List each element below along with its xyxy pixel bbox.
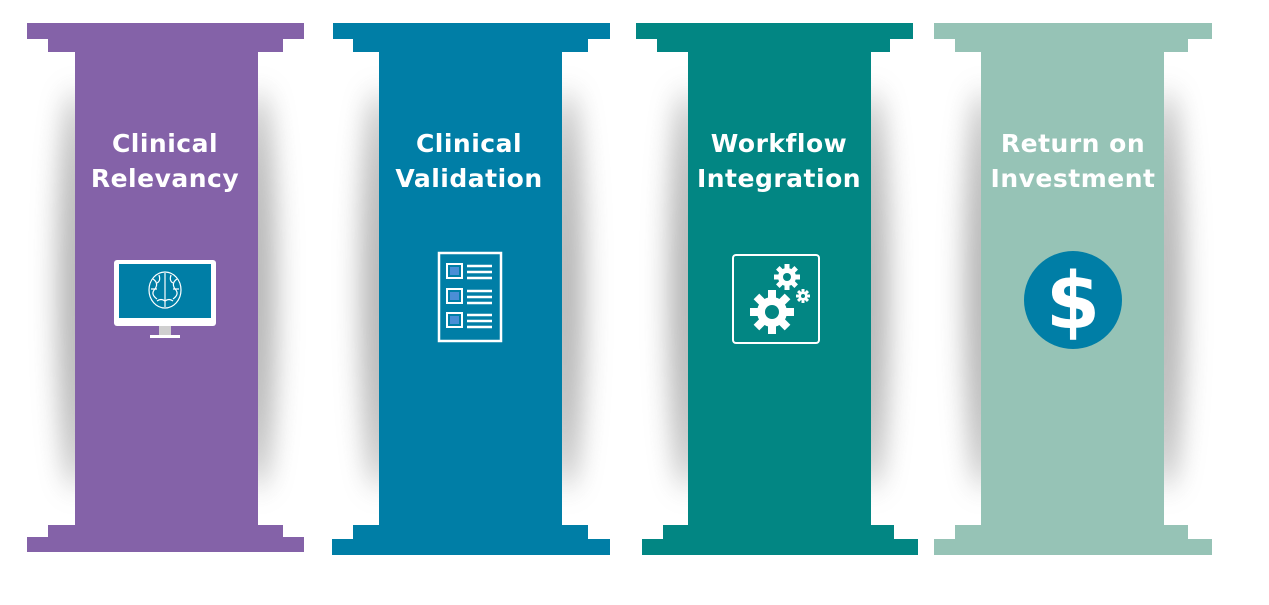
checklist-icon (437, 251, 503, 343)
gears-icon (732, 254, 820, 344)
pillar-title-line1: Workflow (710, 129, 848, 158)
pillar-title: Workflow Integration (639, 126, 919, 196)
pillar-workflow-integration: Workflow Integration (636, 0, 919, 605)
pillar-title-line2: Validation (395, 164, 543, 193)
svg-text:$: $ (1046, 257, 1100, 347)
monitor-brain-icon (114, 260, 216, 338)
pillar-title-line2: Investment (990, 164, 1156, 193)
pillar-shape (332, 23, 610, 555)
pillar-shape (636, 23, 918, 555)
pillar-title-line1: Clinical (111, 129, 219, 158)
dollar-icon: $ (1024, 251, 1122, 349)
pillar-title: Return on Investment (933, 126, 1213, 196)
pillar-return-on-investment: Return on Investment $ (934, 0, 1214, 605)
pillar-title-line1: Clinical (415, 129, 523, 158)
pillar-title-line2: Integration (696, 164, 862, 193)
pillar-title-line1: Return on (1000, 129, 1146, 158)
pillar-title: Clinical Relevancy (25, 126, 305, 196)
pillar-title-line2: Relevancy (90, 164, 240, 193)
pillar-clinical-relevancy: Clinical Relevancy (27, 0, 307, 605)
pillar-title: Clinical Validation (329, 126, 609, 196)
pillar-clinical-validation: Clinical Validation (332, 0, 612, 605)
